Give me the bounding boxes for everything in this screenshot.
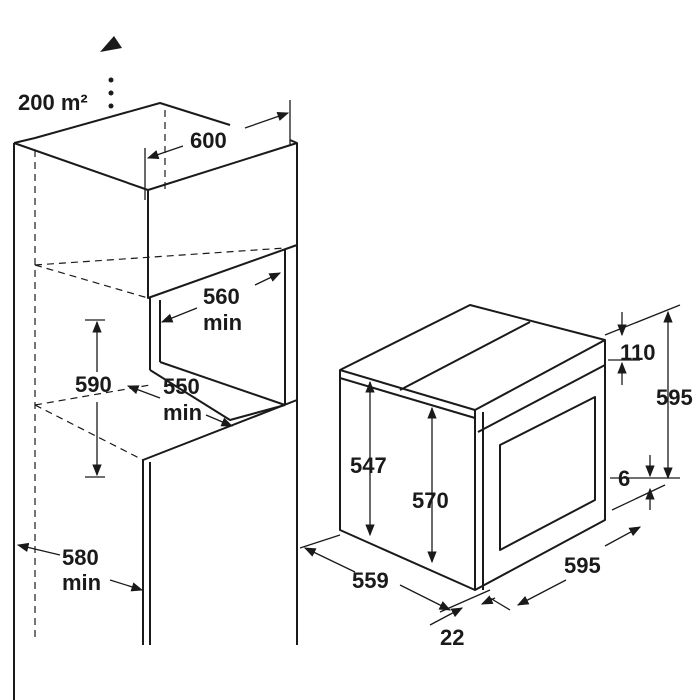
oven-front-thickness-label: 22 — [440, 625, 464, 650]
oven-gap-label: 6 — [618, 466, 630, 491]
oven-dimensions — [299, 304, 681, 626]
niche-depth-unit: min — [203, 310, 242, 335]
shelf-depth-unit: min — [163, 400, 202, 425]
cabinet-drawing — [13, 36, 298, 700]
ventilation-label: 200 m² — [18, 90, 88, 115]
cabinet-dimensions — [16, 100, 291, 592]
oven-panel-height-label: 110 — [620, 340, 656, 365]
cabinet-depth-label: 580 — [62, 545, 99, 570]
niche-depth-label: 560 — [203, 284, 240, 309]
oven-total-height-label: 595 — [656, 385, 693, 410]
shelf-depth-label: 550 — [163, 374, 200, 399]
oven-body-height-label: 570 — [412, 488, 449, 513]
oven-depth-label: 559 — [352, 568, 389, 593]
oven-drawing — [339, 304, 606, 591]
cabinet-depth-unit: min — [62, 570, 101, 595]
niche-height-label: 590 — [75, 372, 112, 397]
oven-side-height-label: 547 — [350, 453, 387, 478]
cabinet-width-label: 600 — [190, 128, 227, 153]
oven-width-label: 595 — [564, 553, 601, 578]
